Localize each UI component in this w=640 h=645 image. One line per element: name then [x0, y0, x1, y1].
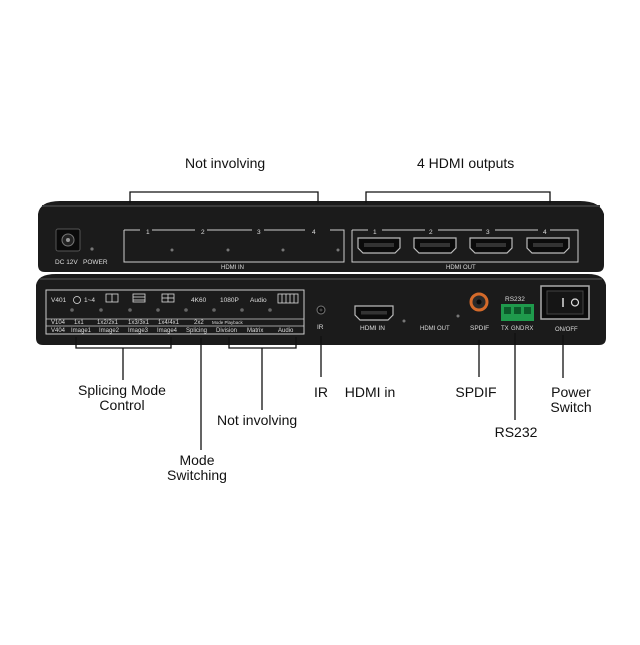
splicing-label: Splicing — [186, 328, 207, 334]
mode-1x3: 1x3/3x1 — [128, 320, 150, 326]
rx-label: RX — [525, 326, 533, 332]
mode-playback: Mode Playback — [212, 320, 244, 325]
4k60-label: 4K60 — [191, 297, 207, 304]
callout-mode-switching-line2: Switching — [167, 467, 227, 483]
callout-ir: IR — [314, 384, 328, 400]
mode-1x2: 1x2/2x1 — [97, 320, 119, 326]
bottom-device-panel: V401 1~4 4K60 1080P Audio V104 1x1 1x2/2… — [36, 274, 606, 345]
division-label: Division — [216, 328, 237, 334]
hdmi-out-number-2: 2 — [429, 229, 433, 236]
gnd-label: GND — [511, 326, 525, 332]
callout-splicing-mode-control-line2: Control — [99, 397, 145, 413]
callout-splicing-mode-control-line1: Splicing Mode — [78, 382, 166, 398]
tx-label: TX — [501, 326, 509, 332]
callout-mode-switching-line1: Mode — [179, 452, 215, 468]
hdmi-out-number-4: 4 — [543, 229, 547, 236]
hdmi-out-number-3: 3 — [486, 229, 490, 236]
hdmi-out-label-top: HDMI OUT — [446, 265, 476, 271]
callout-power-switch-line1: Power — [551, 384, 591, 400]
audio-label-top: Audio — [250, 297, 267, 304]
matrix-label: Matrix — [247, 328, 263, 334]
mode-2x2: 2x2 — [194, 320, 204, 326]
top-device-panel: DC 12V POWER 1 2 3 4 HDMI IN 1 2 3 4 HDM… — [38, 201, 604, 272]
callout-hdmi-outputs: 4 HDMI outputs — [417, 155, 515, 171]
layout-icons — [105, 293, 175, 303]
select-range-label: 1~4 — [84, 297, 95, 304]
control-buttons — [70, 308, 272, 312]
rs232-label: RS232 — [505, 296, 525, 303]
callout-not-involving-top: Not involving — [185, 155, 266, 171]
hdmi-in-label-top: HDMI IN — [221, 265, 244, 271]
v104-label: V104 — [51, 320, 66, 326]
onoff-label: ON/OFF — [555, 327, 578, 333]
spdif-label: SPDIF — [470, 325, 489, 332]
image1-label: Image1 — [71, 328, 92, 334]
mode-1x4: 1x4/4x1 — [158, 320, 180, 326]
callout-rs232: RS232 — [494, 424, 538, 440]
hdmi-out-ports — [357, 237, 570, 254]
image4-label: Image4 — [157, 328, 178, 334]
image3-label: Image3 — [128, 328, 149, 334]
callout-lines — [75, 191, 564, 450]
mode-1x1: 1x1 — [74, 320, 84, 326]
select-icon — [73, 296, 81, 304]
callout-spdif: SPDIF — [455, 384, 497, 400]
image2-label: Image2 — [99, 328, 120, 334]
callout-power-switch-line2: Switch — [550, 399, 592, 415]
hdmi-in-number-3: 3 — [257, 229, 261, 236]
hdmi-out-number-1: 1 — [373, 229, 377, 236]
v404-label: V404 — [51, 328, 66, 334]
ir-label: IR — [317, 324, 324, 331]
hdmi-in-label: HDMI IN — [360, 325, 385, 332]
hdmi-in-number-1: 1 — [146, 229, 150, 236]
power-label: POWER — [83, 259, 108, 266]
audio-label-bottom: Audio — [278, 328, 294, 334]
hdmi-in-number-4: 4 — [312, 229, 316, 236]
power-led — [90, 247, 94, 251]
matrix-icon — [277, 293, 299, 304]
1080p-label: 1080P — [220, 297, 239, 304]
hdmi-out-label: HDMI OUT — [420, 326, 450, 332]
dc-label: DC 12V — [55, 259, 78, 266]
callout-not-involving-bottom: Not involving — [217, 412, 298, 428]
hdmi-in-number-2: 2 — [201, 229, 205, 236]
callout-hdmi-in: HDMI in — [344, 384, 396, 400]
v401-label: V401 — [51, 297, 67, 304]
